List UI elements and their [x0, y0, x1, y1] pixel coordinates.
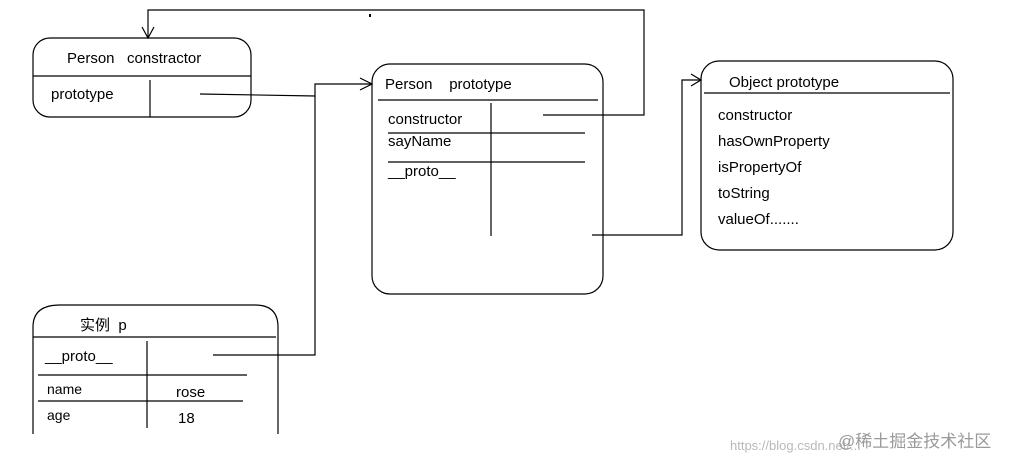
person-prototype-box: Person prototype constructor sayName __p…	[371, 63, 604, 295]
arrowhead-prototype-proto-to-object-prototype	[690, 73, 703, 87]
object-prototype-item-valueof: valueOf.......	[718, 211, 799, 228]
arrow-prototype-proto-to-object-prototype	[592, 79, 701, 236]
instance-p-name-value: rose	[176, 384, 205, 401]
object-prototype-item-constructor: constructor	[718, 107, 792, 124]
instance-p-title: 实例 p	[80, 317, 127, 334]
arrow-prototype-constructor-to-constructor	[147, 9, 645, 116]
object-prototype-item-hasownproperty: hasOwnProperty	[718, 133, 830, 150]
watermark-url: https://blog.csdn.net/...	[730, 438, 861, 453]
person-constructor-outline	[32, 37, 252, 118]
instance-p-name-key: name	[47, 381, 82, 397]
instance-p-outline	[32, 304, 279, 434]
person-prototype-row-proto: __proto__	[387, 163, 456, 180]
person-prototype-outline	[371, 63, 604, 295]
watermark-brand: @稀土掘金技术社区	[838, 432, 991, 451]
person-constructor-title: Person constractor	[67, 50, 201, 67]
arrow-constructor-to-prototype	[199, 83, 372, 97]
instance-p-age-key: age	[47, 407, 71, 423]
arrowhead-prototype-constructor-to-constructor	[141, 26, 155, 40]
object-prototype-item-ispropertyof: isPropertyOf	[718, 159, 802, 176]
instance-p-age-value: 18	[178, 410, 195, 427]
object-prototype-box: Object prototype constructor hasOwnPrope…	[700, 60, 954, 251]
person-prototype-row-sayname: sayName	[388, 133, 451, 150]
person-constructor-box: Person constractor prototype	[32, 37, 252, 118]
instance-p-proto-label: __proto__	[44, 348, 113, 365]
object-prototype-outline	[700, 60, 954, 251]
person-prototype-title: Person prototype	[385, 76, 512, 93]
person-prototype-row-constructor: constructor	[388, 111, 462, 128]
object-prototype-title: Object prototype	[729, 74, 839, 91]
object-prototype-item-tostring: toString	[718, 185, 770, 202]
stray-dot	[369, 14, 371, 17]
person-constructor-prototype-label: prototype	[51, 86, 114, 103]
arrowhead-constructor-to-prototype	[359, 77, 374, 91]
instance-p-box: 实例 p __proto__ name rose age 18	[32, 304, 279, 434]
arrow-instance-proto-to-prototype	[213, 96, 316, 356]
